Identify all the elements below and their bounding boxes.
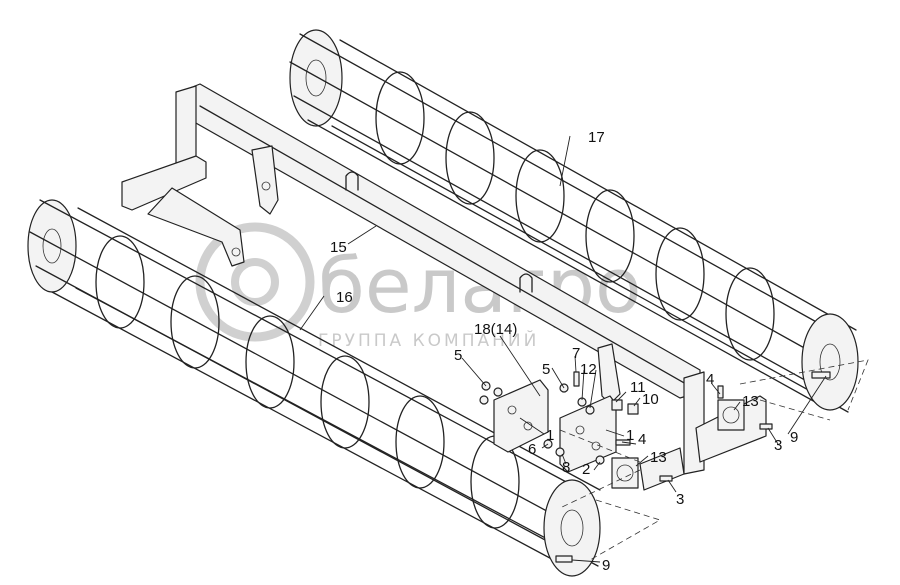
callout-16: 16 [336, 289, 353, 306]
callout-12: 12 [580, 361, 597, 378]
callout-2: 2 [582, 461, 590, 478]
callout-4b: 4 [706, 371, 714, 388]
watermark-logo-ring [195, 222, 315, 342]
bushing-11 [611, 399, 623, 411]
watermark-subtitle: ГРУППА КОМПАНИЙ [318, 329, 539, 351]
callout-17: 17 [588, 129, 605, 146]
bolt-7 [573, 371, 580, 387]
rear-roller-end-plate-right [801, 313, 859, 411]
bushing-10 [627, 403, 639, 415]
callout-5a: 5 [454, 347, 462, 364]
callout-4a: 4 [638, 431, 646, 448]
callout-7: 7 [572, 345, 580, 362]
callout-9b: 9 [602, 557, 610, 574]
front-roller-end-plate-right [543, 479, 601, 577]
callout-6: 6 [528, 441, 536, 458]
callout-5b: 5 [542, 361, 550, 378]
washer-5c [479, 395, 489, 405]
callout-3b: 3 [774, 437, 782, 454]
rear-roller-end-plate-left [289, 29, 343, 127]
washer-5b [493, 387, 503, 397]
callout-1a: 1 [546, 427, 554, 444]
rear-roller [289, 29, 859, 413]
bolt-3-rear [759, 423, 773, 430]
callout-8: 8 [562, 459, 570, 476]
callout-18-14: 18(14) [474, 321, 517, 338]
bearing-housing-front [611, 457, 639, 489]
callout-11: 11 [630, 379, 646, 396]
watermark-logo-core [231, 258, 279, 306]
assembly-dashed-lines [559, 359, 869, 561]
rear-roller-axle-bolt [811, 371, 831, 379]
callout-10: 10 [642, 391, 659, 408]
front-roller-axle-bolt [555, 555, 573, 563]
callout-1b: 1 [626, 427, 634, 444]
nut-2 [595, 455, 605, 465]
callouts: 17 15 16 18(14) 5 5 7 12 11 10 1 1 4 6 8… [330, 129, 798, 574]
callout-9a: 9 [790, 429, 798, 446]
front-roller-end-plate-left [27, 199, 77, 293]
callout-13a: 13 [650, 449, 667, 466]
bearing-housing-rear [717, 399, 745, 431]
callout-3a: 3 [676, 491, 684, 508]
leader-lines [299, 135, 827, 563]
callout-13b: 13 [742, 393, 759, 410]
bracket-plate-left [493, 379, 549, 453]
bracket-assembly [479, 371, 773, 489]
callout-15: 15 [330, 239, 347, 256]
bolt-3 [659, 475, 673, 482]
front-roller [27, 199, 601, 577]
